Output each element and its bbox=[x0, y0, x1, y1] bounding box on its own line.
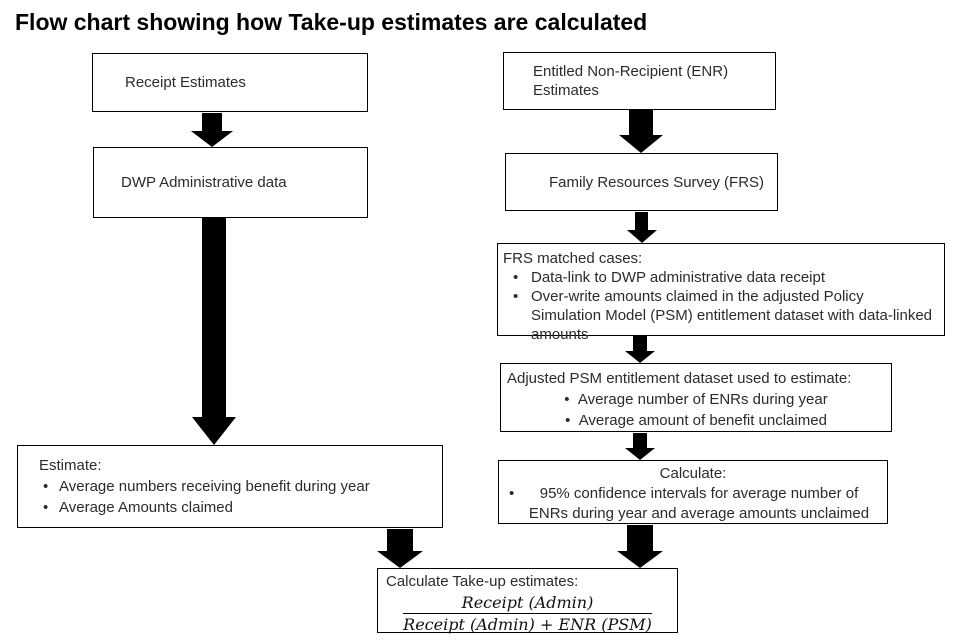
fraction-numerator: Receipt (Admin) bbox=[403, 593, 652, 614]
arrow-calculate-to-takeup-icon bbox=[617, 525, 663, 568]
arrow-estimate-to-takeup-icon bbox=[377, 529, 423, 568]
fraction-denominator: Receipt (Admin) + ENR (PSM) bbox=[403, 615, 652, 634]
box-estimate: Estimate: Average numbers receiving bene… bbox=[17, 445, 443, 528]
box-frs-matched-cases: FRS matched cases: Data-link to DWP admi… bbox=[497, 243, 945, 343]
box-frs-matched-bullet: Over-write amounts claimed in the adjust… bbox=[503, 287, 936, 344]
arrow-matched-to-adjusted-icon bbox=[625, 336, 655, 363]
box-calculate-ci: Calculate: 95% confidence intervals for … bbox=[498, 460, 888, 524]
box-frs: Family Resources Survey (FRS) bbox=[505, 153, 778, 211]
arrow-adjusted-to-calculate-icon bbox=[625, 433, 655, 460]
box-frs-matched-heading: FRS matched cases: bbox=[503, 250, 643, 267]
takeup-fraction: Receipt (Admin) Receipt (Admin) + ENR (P… bbox=[386, 593, 669, 634]
box-adjusted-psm-heading: Adjusted PSM entitlement dataset used to… bbox=[507, 370, 852, 387]
arrow-frs-to-matched-icon bbox=[626, 212, 657, 243]
box-adjusted-psm: Adjusted PSM entitlement dataset used to… bbox=[500, 363, 892, 432]
arrow-receipt-to-dwp-icon bbox=[191, 113, 233, 147]
box-frs-label: Family Resources Survey (FRS) bbox=[549, 173, 765, 191]
box-takeup-formula: Calculate Take-up estimates: Receipt (Ad… bbox=[377, 568, 678, 634]
box-enr-estimates: Entitled Non-Recipient (ENR) Estimates bbox=[503, 52, 776, 110]
box-enr-estimates-label: Entitled Non-Recipient (ENR) Estimates bbox=[533, 63, 729, 99]
arrow-dwp-to-estimate-icon bbox=[192, 218, 236, 445]
box-calculate-ci-bullet: 95% confidence intervals for average num… bbox=[509, 484, 877, 524]
arrow-enr-to-frs-icon bbox=[619, 110, 663, 153]
box-estimate-bullet: Average numbers receiving benefit during… bbox=[39, 476, 434, 497]
box-adjusted-psm-bullet: Average amount of benefit unclaimed bbox=[507, 410, 885, 431]
box-estimate-heading: Estimate: bbox=[39, 457, 102, 474]
box-receipt-estimates: Receipt Estimates bbox=[92, 53, 368, 112]
box-dwp-admin-data: DWP Administrative data bbox=[93, 147, 368, 218]
box-frs-matched-bullet: Data-link to DWP administrative data rec… bbox=[503, 268, 936, 287]
box-dwp-admin-data-label: DWP Administrative data bbox=[121, 173, 287, 191]
box-calculate-ci-heading: Calculate: bbox=[659, 465, 727, 482]
page-title: Flow chart showing how Take-up estimates… bbox=[15, 9, 648, 35]
box-estimate-bullet: Average Amounts claimed bbox=[39, 497, 434, 518]
box-receipt-estimates-label: Receipt Estimates bbox=[125, 73, 246, 91]
box-takeup-heading: Calculate Take-up estimates: bbox=[386, 573, 579, 590]
box-adjusted-psm-bullet: Average number of ENRs during year bbox=[507, 389, 885, 410]
